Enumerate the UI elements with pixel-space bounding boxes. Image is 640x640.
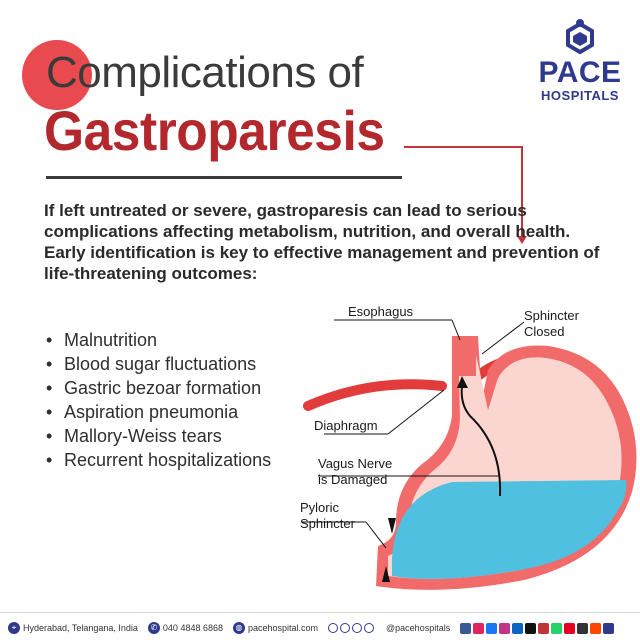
stomach-illustration xyxy=(302,319,637,590)
label-pyloric-1: Pyloric xyxy=(300,500,340,515)
list-item: Malnutrition xyxy=(44,328,284,352)
label-sphincter-closed-1: Sphincter xyxy=(524,308,579,323)
linkedin-in-icon[interactable] xyxy=(512,622,524,634)
stomach-fluid xyxy=(392,480,627,579)
threads-icon[interactable] xyxy=(577,622,589,634)
footer-location: ⌖ Hyderabad, Telangana, India xyxy=(8,622,138,634)
pace-logo-icon xyxy=(566,19,594,55)
footer: ⌖ Hyderabad, Telangana, India ✆ 040 4848… xyxy=(0,616,640,640)
diaphragm-left-arc xyxy=(303,379,447,411)
connector-line-vertical xyxy=(521,146,523,238)
whatsapp-icon[interactable] xyxy=(551,622,563,634)
youtube-icon[interactable] xyxy=(473,622,485,634)
arrow-down-icon xyxy=(517,236,527,244)
facebook-icon[interactable] xyxy=(486,622,498,634)
footer-social xyxy=(460,622,616,634)
list-item: Gastric bezoar formation xyxy=(44,376,284,400)
title-underline xyxy=(46,176,402,179)
footer-badges xyxy=(328,623,376,633)
x-icon[interactable] xyxy=(525,622,537,634)
pinterest-icon[interactable] xyxy=(538,622,550,634)
pace-logo: PACE HOSPITALS xyxy=(532,18,628,103)
footer-handle[interactable]: @pacehospitals xyxy=(386,623,450,633)
footer-handle-text: @pacehospitals xyxy=(386,623,451,633)
linkedin-icon[interactable] xyxy=(460,622,472,634)
label-vagus-2: is Damaged xyxy=(318,472,388,487)
footer-location-text: Hyderabad, Telangana, India xyxy=(23,623,138,633)
logo-brand-text: PACE xyxy=(538,56,622,89)
label-sphincter-closed-2: Closed xyxy=(524,324,565,339)
page-title-line1: Complications of xyxy=(46,48,364,97)
footer-phone[interactable]: ✆ 040 4848 6868 xyxy=(147,622,223,634)
accreditation-badge-icon xyxy=(364,623,375,633)
telegram-icon[interactable] xyxy=(603,622,615,634)
footer-phone-text: 040 4848 6868 xyxy=(162,623,223,633)
vagus-path xyxy=(460,385,502,497)
esophagus-tube xyxy=(454,336,476,376)
phone-icon: ✆ xyxy=(147,622,160,634)
accreditation-badge-icon xyxy=(328,623,339,633)
label-pyloric-2: Sphincter xyxy=(300,516,355,531)
label-vagus-1: Vagus Nerve xyxy=(318,456,393,471)
label-diaphragm: Diaphragm xyxy=(314,418,378,433)
page-title-line2: Gastroparesis xyxy=(44,99,385,162)
pinterest-p-icon[interactable] xyxy=(564,622,576,634)
list-item: Blood sugar fluctuations xyxy=(44,352,284,376)
logo-sub-text: HOSPITALS xyxy=(541,88,619,103)
location-pin-icon: ⌖ xyxy=(8,622,20,634)
list-item: Recurrent hospitalizations xyxy=(44,448,284,472)
footer-website[interactable]: ◍ pacehospital.com xyxy=(232,622,319,634)
accreditation-badge-icon xyxy=(340,623,351,633)
title-accent-dot xyxy=(22,40,92,110)
globe-icon: ◍ xyxy=(232,622,245,634)
complications-list: Malnutrition Blood sugar fluctuations Ga… xyxy=(44,328,284,472)
instagram-icon[interactable] xyxy=(499,622,511,634)
accreditation-badge-icon xyxy=(352,623,363,633)
connector-line-horizontal xyxy=(404,146,522,148)
label-esophagus: Esophagus xyxy=(348,304,414,319)
list-item: Mallory-Weiss tears xyxy=(44,424,284,448)
intro-paragraph: If left untreated or severe, gastropares… xyxy=(44,201,600,283)
stomach-diagram: Esophagus Sphincter Closed Diaphragm Vag… xyxy=(292,296,640,608)
reddit-icon[interactable] xyxy=(590,622,602,634)
list-item: Aspiration pneumonia xyxy=(44,400,284,424)
footer-website-text: pacehospital.com xyxy=(247,623,319,633)
footer-divider xyxy=(0,612,640,613)
